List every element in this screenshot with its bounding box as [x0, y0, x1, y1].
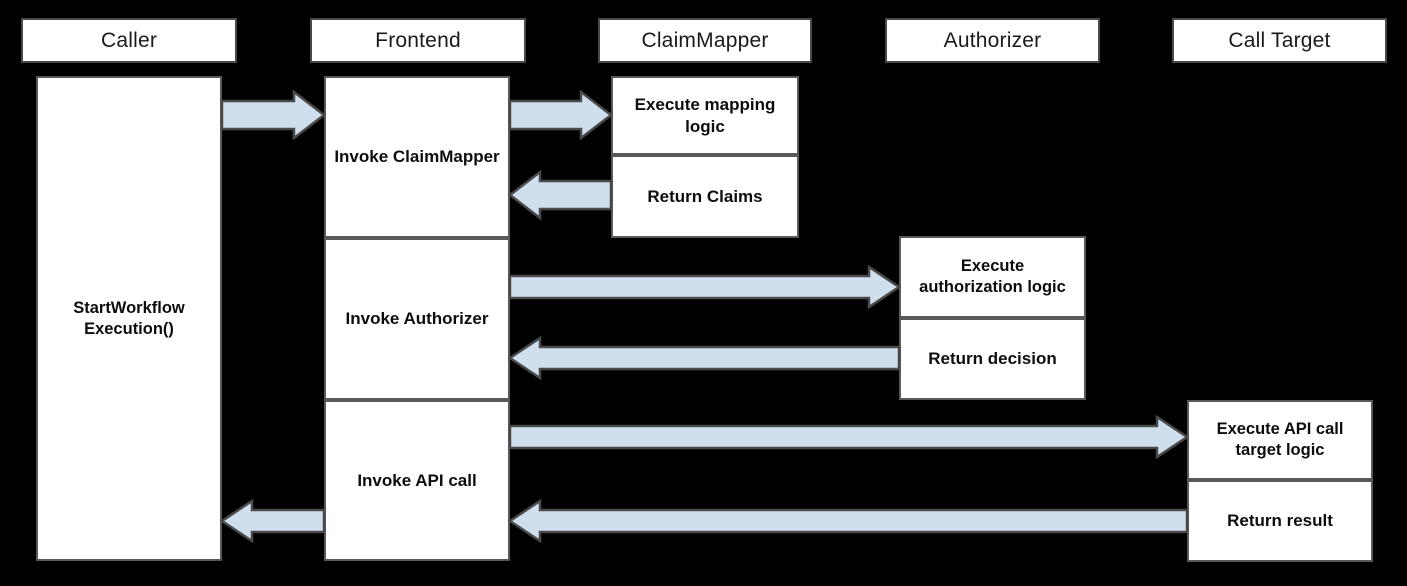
arrow-shape: [220, 89, 327, 141]
lifeline-header-caller: Caller: [21, 18, 237, 63]
activation-label: Return decision: [928, 349, 1057, 369]
lifeline-label: Call Target: [1228, 28, 1331, 52]
arrow-shape: [219, 498, 326, 544]
activation-label: Invoke ClaimMapper: [334, 147, 500, 167]
activation-auth-execute: Execute authorization logic: [899, 236, 1086, 318]
lifeline-label: Caller: [100, 28, 158, 52]
msg-frontend-to-authorizer: [508, 264, 902, 310]
lifeline-header-authorizer: Authorizer: [885, 18, 1100, 63]
msg-caller-to-frontend: [220, 89, 327, 141]
lifeline-header-frontend: Frontend: [310, 18, 526, 63]
activation-label: Execute mapping logic: [634, 95, 776, 136]
activation-caller-start: StartWorkflow Execution(): [36, 76, 222, 561]
arrow-shape: [508, 414, 1190, 460]
lifeline-header-claimmapper: ClaimMapper: [598, 18, 812, 63]
arrow-shape: [507, 169, 613, 221]
lifeline-label: Authorizer: [943, 28, 1042, 52]
activation-claim-return: Return Claims: [611, 155, 799, 238]
activation-frontend-apicall: Invoke API call: [324, 400, 510, 561]
activation-label: Invoke API call: [357, 470, 477, 490]
lifeline-header-calltarget: Call Target: [1172, 18, 1387, 63]
activation-label: Execute API call target logic: [1216, 420, 1344, 459]
activation-label: Return result: [1227, 511, 1333, 531]
lifeline-label: ClaimMapper: [641, 28, 769, 52]
activation-label: StartWorkflow Execution(): [73, 298, 185, 338]
arrow-shape: [507, 335, 901, 381]
activation-auth-return: Return decision: [899, 318, 1086, 400]
activation-label: Execute authorization logic: [919, 257, 1066, 296]
lifeline-label: Frontend: [375, 28, 461, 52]
arrow-shape: [508, 264, 902, 310]
msg-frontend-to-caller: [219, 498, 326, 544]
msg-authorizer-to-frontend: [507, 335, 901, 381]
arrow-shape: [507, 498, 1189, 544]
msg-frontend-to-target: [508, 414, 1190, 460]
msg-claim-to-frontend: [507, 169, 613, 221]
activation-frontend-authorizer: Invoke Authorizer: [324, 238, 510, 400]
activation-frontend-claim: Invoke ClaimMapper: [324, 76, 510, 238]
activation-target-return: Return result: [1187, 480, 1373, 562]
arrow-shape: [508, 89, 614, 141]
activation-label: Return Claims: [647, 186, 763, 206]
activation-label: Invoke Authorizer: [345, 309, 489, 329]
msg-frontend-to-claim: [508, 89, 614, 141]
activation-target-execute: Execute API call target logic: [1187, 400, 1373, 480]
activation-claim-execute: Execute mapping logic: [611, 76, 799, 155]
msg-target-to-frontend: [507, 498, 1189, 544]
